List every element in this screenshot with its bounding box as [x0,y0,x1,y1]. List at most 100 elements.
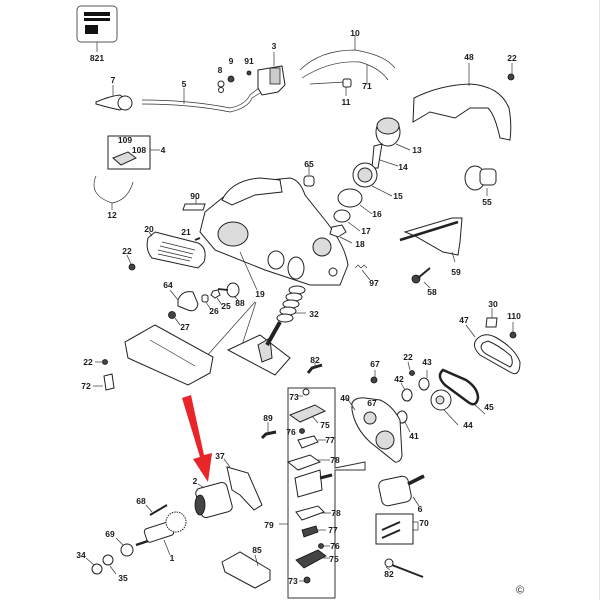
part-label-44: 44 [463,419,473,430]
screw-110-icon [509,322,517,339]
bearing-42-icon [400,382,413,402]
blade-kit-box [375,513,419,545]
part-label-55: 55 [482,196,492,207]
handle-cover-icon [412,63,512,141]
part-label-821: 821 [89,52,105,63]
washer-16-icon [337,188,373,215]
label-90-icon [182,198,206,211]
highlight-arrow [182,395,212,482]
part-label-22-mid: 22 [122,245,132,256]
screw-91-icon [246,70,252,76]
screw-27-icon [168,311,181,326]
part-label-65: 65 [304,158,314,169]
part-label-26: 26 [209,305,219,316]
blade-clamp-75a-icon [288,404,327,424]
part-label-76-bottom: 76 [330,540,340,551]
cutter-assembly-box [279,387,366,599]
pin-89-icon [260,422,277,440]
spring-97-icon [354,264,371,281]
part-label-34: 34 [76,549,86,560]
part-label-7: 7 [110,74,116,85]
part-label-40: 40 [340,392,350,403]
part-label-108: 108 [131,144,147,155]
field-stator-icon [194,481,233,519]
dust-port-adapter-icon [464,165,497,196]
power-cord-icon [141,82,269,113]
key-88-icon [217,282,240,301]
part-label-43: 43 [422,356,432,367]
part-label-88: 88 [235,297,245,308]
part-label-68: 68 [136,495,146,506]
part-label-18: 18 [355,238,365,249]
lead-wires-icon [299,35,396,96]
bushing-26-icon [201,294,212,311]
fan-baffle-icon [115,537,134,557]
nut-18-icon [329,224,353,244]
part-label-32: 32 [309,308,319,319]
part-label-11: 11 [341,96,351,107]
part-label-35: 35 [118,572,128,583]
screw-73a-icon [298,388,310,397]
armature-icon [135,511,187,556]
blade-78b-icon [295,505,331,521]
rear-shoe-icon [124,324,214,386]
part-label-25: 25 [221,300,231,311]
cord-protector-icon [95,85,133,111]
cover-64-icon [169,289,199,312]
switch-icon [257,52,286,96]
part-label-109: 109 [117,134,133,145]
part-label-12: 12 [107,209,117,220]
part-label-2: 2 [192,475,198,486]
planer-housing-icon [199,177,349,286]
part-label-37: 37 [215,450,225,461]
depth-knob-icon [375,117,411,151]
screw-22-icon [507,63,515,81]
screw-67a-icon [370,370,378,384]
wire-12-icon [93,175,134,210]
blade-holder-77a-icon [297,435,326,449]
part-label-89: 89 [263,412,273,423]
part-label-67-top: 67 [370,358,380,369]
part-label-17: 17 [361,225,371,236]
blade-holder-77b-icon [301,525,326,538]
part-label-82-top: 82 [310,354,320,365]
fence-knob-icon [411,267,431,289]
part-label-42: 42 [394,373,404,384]
part-label-22-left: 22 [83,356,93,367]
part-label-90: 90 [190,190,200,201]
part-label-64: 64 [163,279,173,290]
part-label-73-top: 73 [289,391,299,402]
part-label-22-right: 22 [403,351,413,362]
part-label-9: 9 [228,55,234,66]
part-label-69: 69 [105,528,115,539]
bushing-65-icon [303,165,315,187]
nut-25-icon [210,289,223,306]
cutter-head-79-icon [294,469,333,498]
part-label-48: 48 [464,51,474,62]
part-label-97: 97 [369,277,379,288]
part-label-15: 15 [393,190,403,201]
screw-9-icon [227,75,235,83]
blade-clamp-75b-icon [295,549,330,569]
gear-housing-icon [346,397,403,463]
part-label-20: 20 [144,223,154,234]
part-label-16: 16 [372,208,382,219]
part-label-72: 72 [81,380,91,391]
part-label-110: 110 [507,310,521,321]
shoe-85-icon [221,551,271,589]
nameplate-icon [76,5,118,52]
part-label-71: 71 [362,80,372,91]
blade-78a-icon [286,454,330,471]
part-label-30: 30 [488,298,498,309]
screw-22d-icon [407,361,415,376]
part-label-6: 6 [417,503,423,514]
belt-cover-icon [465,324,521,375]
part-label-78-top: 78 [330,454,340,465]
pin-21-icon [194,237,201,241]
part-label-4: 4 [160,144,166,155]
part-label-78-bottom: 78 [331,507,341,518]
screw-76b-icon [318,543,330,549]
part-label-8: 8 [217,64,223,75]
